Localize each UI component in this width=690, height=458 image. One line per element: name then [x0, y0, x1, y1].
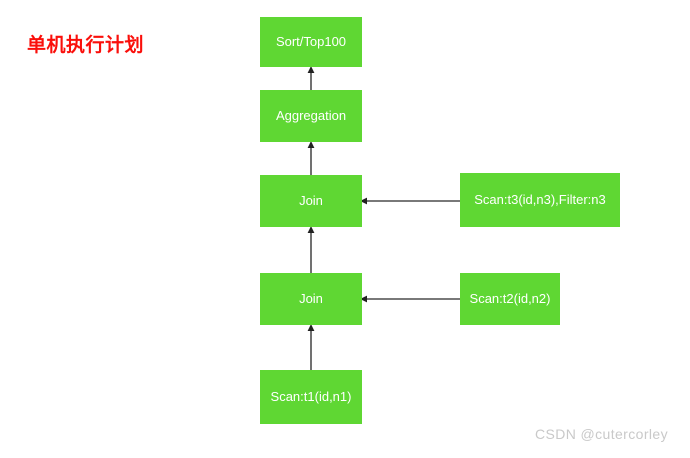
edge-join1-to-aggregation — [304, 141, 318, 177]
page-title: 单机执行计划 — [27, 35, 145, 56]
edge-join2-to-join1 — [304, 226, 318, 275]
watermark-text: CSDN @cutercorley — [534, 426, 668, 442]
edge-scan1-to-join2 — [304, 324, 318, 372]
node-join-lower[interactable]: Join — [260, 273, 362, 325]
node-join-upper[interactable]: Join — [260, 175, 362, 227]
edge-aggregation-to-sort — [304, 66, 318, 92]
edge-scan3-to-join1 — [360, 194, 461, 208]
node-scan-t3-filter[interactable]: Scan:t3(id,n3),Filter:n3 — [460, 173, 620, 227]
node-scan-t1[interactable]: Scan:t1(id,n1) — [260, 370, 362, 424]
edge-scan2-to-join2 — [360, 292, 461, 306]
node-scan-t2[interactable]: Scan:t2(id,n2) — [460, 273, 560, 325]
node-sort-top100[interactable]: Sort/Top100 — [260, 17, 362, 67]
node-aggregation[interactable]: Aggregation — [260, 90, 362, 142]
